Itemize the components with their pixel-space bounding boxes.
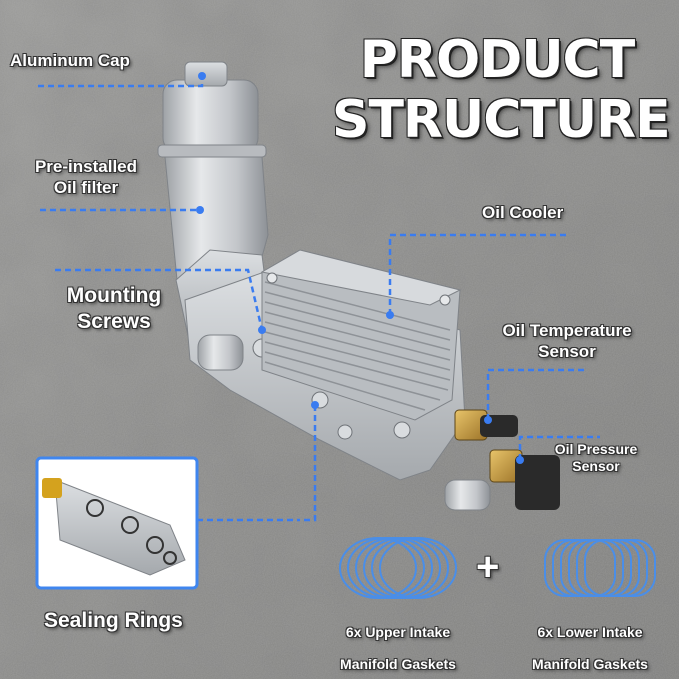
- oil-temperature-sensor-illustration: [454, 409, 518, 441]
- label-mounting-line-2: Screws: [77, 310, 151, 333]
- label-oil-filter-line-2: Oil filter: [53, 178, 119, 197]
- sealing-ring-inset-illustration: [35, 456, 199, 590]
- label-oil-cooler: Oil Cooler: [482, 203, 564, 222]
- label-mounting-screws: Mounting Screws: [48, 283, 180, 335]
- label-lower-gaskets-line-2: Manifold Gaskets: [532, 656, 648, 672]
- page-title: PRODUCT STRUCTURE: [332, 30, 671, 150]
- plus-sign: +: [476, 545, 500, 589]
- title-line-1: PRODUCT: [359, 30, 635, 90]
- label-oil-pressure-line-2: Sensor: [572, 458, 620, 474]
- lower-gasket-set-icon: [544, 539, 656, 597]
- callout-dots: [196, 72, 524, 464]
- callout-lines: [38, 76, 600, 522]
- label-oil-filter-line-1: Pre-installed: [34, 157, 138, 176]
- oil-cooler-illustration: [260, 249, 462, 421]
- label-upper-gaskets-line-2: Manifold Gaskets: [340, 656, 456, 672]
- label-oil-temperature-sensor: Oil Temperature Sensor: [478, 320, 656, 362]
- oil-pressure-sensor-illustration: [489, 449, 560, 510]
- label-aluminum-cap: Aluminum Cap: [10, 51, 130, 70]
- label-oil-pressure-line-1: Oil Pressure: [554, 441, 638, 457]
- label-sealing-rings: Sealing Rings: [44, 609, 183, 632]
- label-lower-gaskets-line-1: 6x Lower Intake: [537, 624, 643, 640]
- label-upper-gaskets: 6x Upper Intake Manifold Gaskets: [318, 616, 478, 680]
- label-upper-gaskets-line-1: 6x Upper Intake: [345, 624, 451, 640]
- label-oil-filter: Pre-installed Oil filter: [16, 156, 156, 198]
- label-oil-temp-line-1: Oil Temperature: [502, 321, 632, 340]
- title-line-2: STRUCTURE: [332, 90, 671, 150]
- label-lower-gaskets: 6x Lower Intake Manifold Gaskets: [510, 616, 670, 680]
- label-oil-pressure-sensor: Oil Pressure Sensor: [540, 441, 652, 475]
- upper-gasket-set-icon: [339, 537, 457, 599]
- label-oil-temp-line-2: Sensor: [538, 342, 596, 361]
- label-mounting-line-1: Mounting: [66, 284, 162, 307]
